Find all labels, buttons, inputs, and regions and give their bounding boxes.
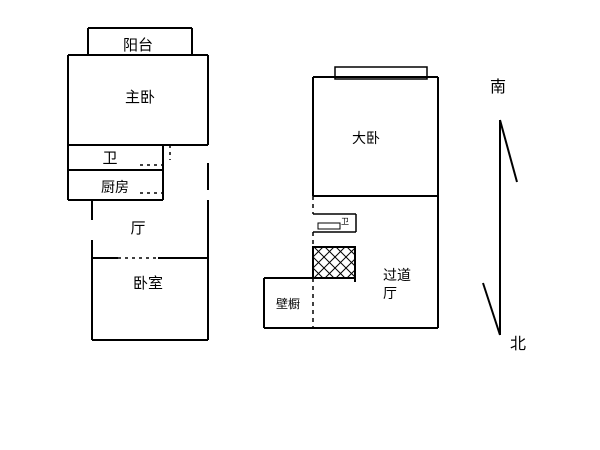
left-outer-walls — [67, 54, 209, 341]
left-door-hints — [140, 145, 171, 194]
kitchen-label: 厨房 — [101, 180, 129, 196]
left-floor-plan — [67, 27, 209, 341]
compass-south-label: 南 — [490, 77, 506, 96]
wall-closet-label: 壁橱 — [276, 296, 300, 311]
passage-hall-label-line1: 过道 — [383, 268, 411, 284]
balcony-label: 阳台 — [123, 36, 153, 54]
balcony-outline — [87, 27, 193, 55]
small-fixture-label: 卫 — [341, 217, 349, 226]
compass-arrow — [482, 119, 518, 336]
hatch-pattern — [312, 246, 356, 279]
big-bedroom-walls — [312, 76, 439, 328]
hall-label: 厅 — [130, 219, 145, 237]
small-fixture-box — [313, 213, 357, 233]
big-bedroom-label: 大卧 — [352, 131, 380, 147]
master-bedroom-label: 主卧 — [125, 88, 155, 106]
compass-north-label: 北 — [510, 334, 526, 353]
right-floor-plan — [263, 66, 439, 329]
bathroom-label: 卫 — [102, 149, 117, 167]
bath-kitchen-walls — [68, 144, 208, 201]
passage-walls — [263, 277, 438, 329]
window-bar — [334, 66, 428, 80]
passage-hall-label-line2: 厅 — [383, 286, 397, 302]
bedroom-label: 卧室 — [133, 274, 163, 292]
